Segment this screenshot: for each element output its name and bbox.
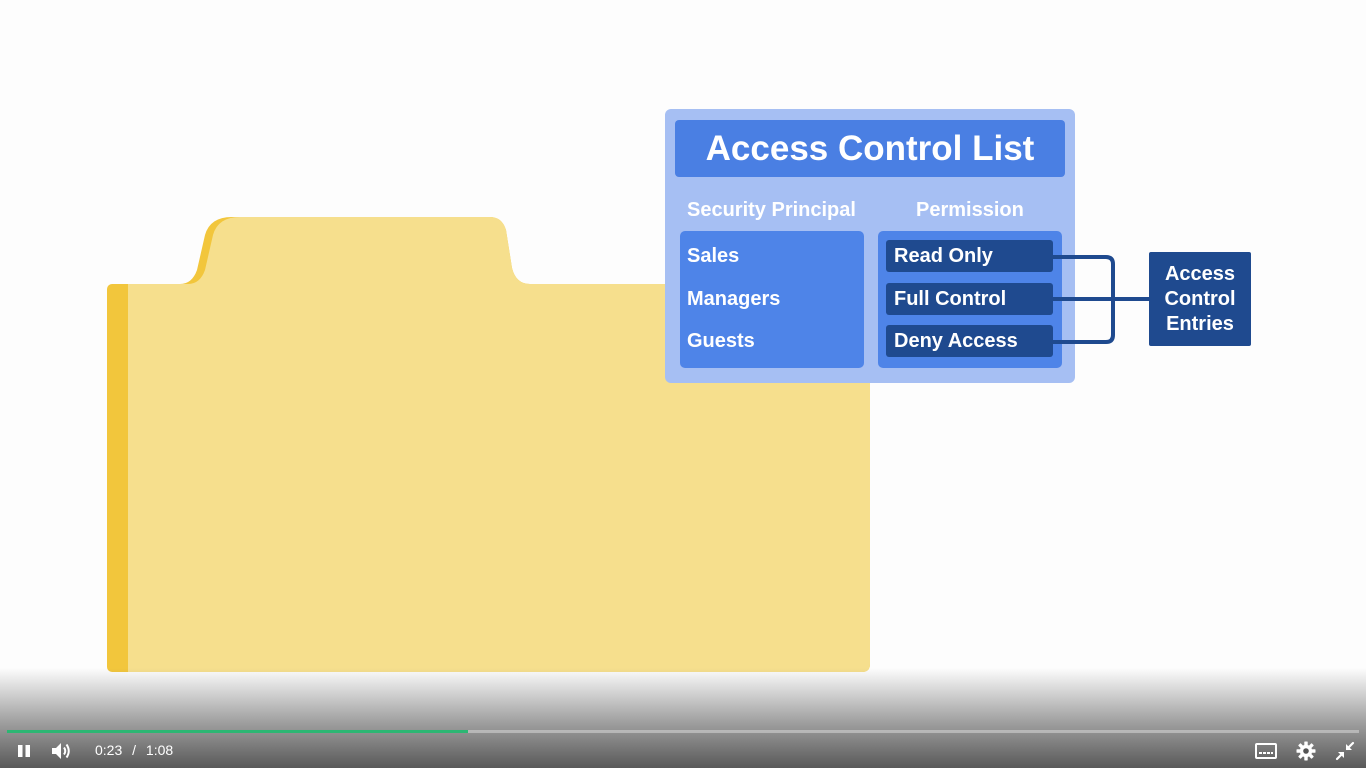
principal-managers: Managers xyxy=(687,288,781,310)
ace-line-2: Control xyxy=(1164,287,1236,310)
duration: 1:08 xyxy=(145,742,174,758)
exit-fullscreen-button[interactable] xyxy=(1333,739,1357,763)
volume-icon xyxy=(52,743,70,759)
current-time: 0:23 xyxy=(95,742,123,758)
captions-icon xyxy=(1255,743,1277,759)
ace-line-1: Access xyxy=(1164,262,1236,285)
access-control-entries-label: Access Control Entries xyxy=(1149,252,1251,346)
pause-icon xyxy=(18,745,30,757)
gear-icon xyxy=(1296,741,1316,761)
principal-sales: Sales xyxy=(687,245,740,267)
pause-button[interactable] xyxy=(13,740,35,762)
time-display: 0:23 / 1:08 xyxy=(95,742,173,758)
player-controls-bar xyxy=(0,668,1366,768)
time-separator: / xyxy=(132,742,137,758)
access-control-list-panel: Access Control List Security Principal P… xyxy=(665,109,1075,383)
permission-read-only: Read Only xyxy=(886,240,1053,272)
permission-header: Permission xyxy=(916,199,1024,221)
permission-full-control: Full Control xyxy=(886,283,1053,315)
permission-list: Read Only Full Control Deny Access xyxy=(878,231,1062,368)
captions-button[interactable] xyxy=(1254,740,1278,762)
volume-button[interactable] xyxy=(48,739,74,763)
principal-guests: Guests xyxy=(687,330,755,352)
progress-bar[interactable] xyxy=(7,730,1359,733)
security-principal-header: Security Principal xyxy=(687,199,856,221)
principal-list: Sales Managers Guests xyxy=(680,231,864,368)
permission-deny-access: Deny Access xyxy=(886,325,1053,357)
settings-button[interactable] xyxy=(1294,739,1318,763)
ace-line-3: Entries xyxy=(1166,312,1234,335)
exit-fullscreen-icon xyxy=(1335,741,1355,761)
progress-fill xyxy=(7,730,468,733)
acl-title: Access Control List xyxy=(675,120,1065,177)
